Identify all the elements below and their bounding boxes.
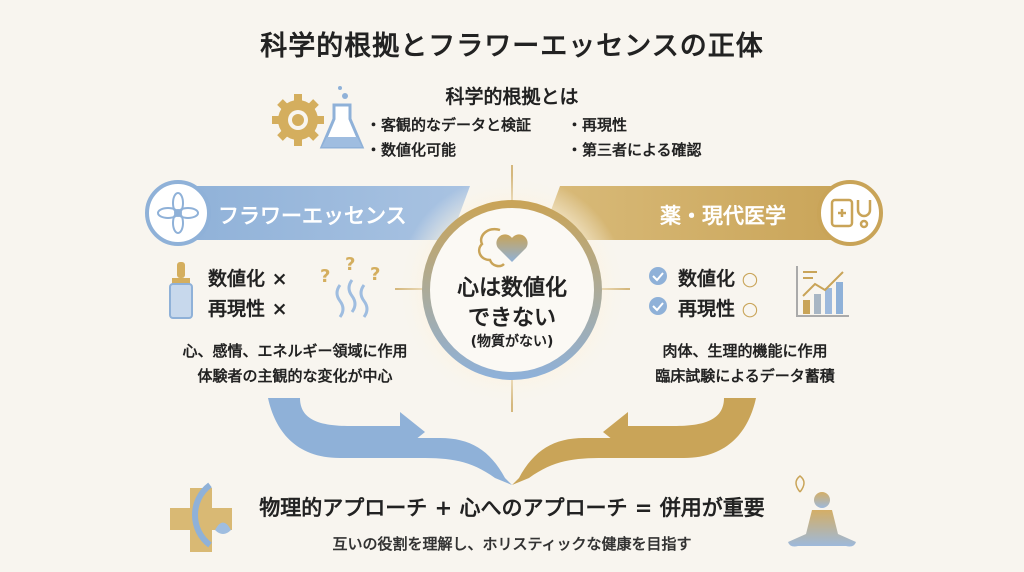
dropper-bottle-icon	[169, 262, 193, 319]
flask-icon	[319, 86, 365, 149]
medicine-stethoscope-icon	[830, 198, 872, 229]
left-arrow	[268, 398, 512, 485]
conclusion-main: 物理的アプローチ + 心へのアプローチ = 併用が重要	[259, 496, 765, 520]
left-row-quantify: 数値化 ×	[208, 264, 288, 291]
science-bullet: ・再現性	[567, 116, 628, 134]
science-bullet: ・数値化可能	[366, 141, 457, 159]
brain-heart-icon	[478, 227, 528, 268]
left-desc: 体験者の主観的な変化が中心	[197, 367, 393, 385]
right-band	[540, 186, 850, 240]
row-label: 数値化	[678, 268, 736, 290]
cross-mark: ×	[271, 298, 288, 320]
left-desc: 心、感情、エネルギー領域に作用	[182, 342, 408, 360]
medicine-label: 薬・現代医学	[660, 204, 786, 228]
medicine-icon-circle	[817, 180, 883, 246]
question-mark-icon: ?	[345, 254, 355, 275]
check-icon	[649, 267, 667, 285]
row-label: 再現性	[678, 298, 736, 320]
right-arrow	[512, 398, 756, 485]
center-line3: (物質がない)	[470, 334, 554, 350]
row-label: 数値化	[208, 268, 266, 290]
circle-mark: ○	[741, 298, 759, 320]
science-bullet: ・第三者による確認	[567, 141, 702, 159]
growth-chart-icon	[796, 266, 849, 317]
gear-icon	[272, 94, 324, 146]
science-bullet: ・客観的なデータと検証	[366, 116, 532, 134]
flower-icon	[157, 192, 199, 234]
medical-cross-lotus-icon	[170, 482, 232, 552]
center-line1: 心は数値化	[456, 276, 567, 301]
flower-essence-label: フラワーエッセンス	[218, 204, 407, 228]
right-row-reproducibility: 再現性 ○	[678, 294, 758, 321]
science-heading: 科学的根拠とは	[445, 86, 579, 108]
page-title: 科学的根拠とフラワーエッセンスの正体	[260, 31, 764, 62]
question-waves-icon	[335, 279, 369, 318]
check-icon	[649, 297, 667, 315]
right-desc: 臨床試験によるデータ蓄積	[655, 367, 835, 385]
row-label: 再現性	[208, 298, 266, 320]
question-mark-icon: ?	[370, 264, 380, 285]
center-circle	[422, 200, 602, 380]
left-band	[178, 186, 470, 240]
left-row-reproducibility: 再現性 ×	[208, 294, 288, 321]
conclusion-sub: 互いの役割を理解し、ホリスティックな健康を目指す	[332, 535, 692, 553]
question-mark-icon: ?	[320, 266, 330, 287]
cross-mark: ×	[271, 268, 288, 290]
meditation-figure-icon	[788, 475, 856, 547]
circle-mark: ○	[741, 268, 759, 290]
right-row-quantify: 数値化 ○	[678, 264, 758, 291]
center-line2: できない	[467, 306, 556, 331]
right-desc: 肉体、生理的機能に作用	[662, 342, 828, 360]
